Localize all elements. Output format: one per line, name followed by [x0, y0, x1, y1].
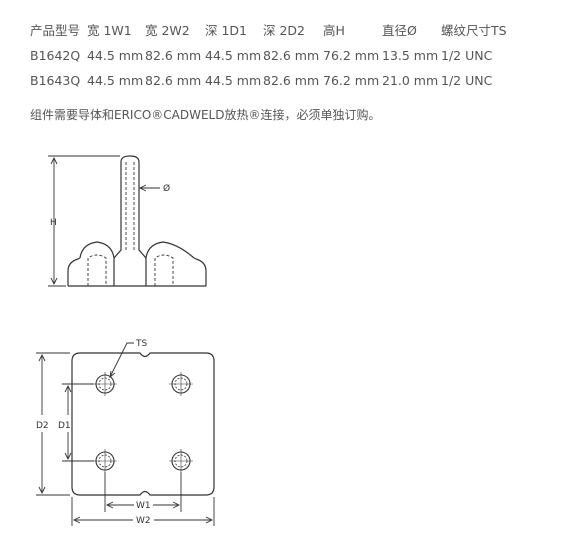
left-hump	[79, 241, 115, 286]
center-post	[113, 155, 147, 259]
ordering-note: 组件需要导体和ERICO®CADWELD放热®连接，必须单独订购。	[30, 108, 381, 122]
w1-dimension	[104, 472, 182, 512]
d1-dimension	[62, 383, 94, 462]
diameter-dimension	[138, 184, 160, 192]
side-view	[67, 155, 207, 287]
cell-diameter: 21.0 mm	[382, 73, 439, 88]
hole-top-right	[169, 372, 193, 396]
cell-d2: 82.6 mm	[263, 48, 320, 63]
w2-dimension	[71, 497, 215, 526]
cell-w1: 44.5 mm	[87, 73, 144, 88]
cell-d1: 44.5 mm	[205, 48, 262, 63]
d1-label: D1	[58, 421, 71, 431]
spec-table: 产品型号宽 1W1 宽 2W2 深 1D1 深 2D2 高H 直径Ø 螺纹尺寸TS B164…	[30, 18, 507, 93]
cell-model: B1643Q	[30, 73, 81, 88]
cell-h: 76.2 mm	[323, 73, 380, 88]
height-label: H	[50, 218, 57, 228]
d2-dimension	[36, 352, 70, 496]
cell-thread: 1/2 UNC	[441, 73, 493, 88]
header-d1: 深 1D1	[205, 23, 248, 38]
table-header-row: 产品型号宽 1W1 宽 2W2 深 1D1 深 2D2 高H 直径Ø 螺纹尺寸TS	[30, 18, 507, 43]
thread-label: TS	[135, 339, 147, 349]
plate-outline	[71, 352, 215, 496]
header-d2: 深 2D2	[263, 23, 306, 38]
holes	[93, 372, 193, 473]
cell-w2: 82.6 mm	[145, 73, 202, 88]
header-model: 产品型号	[30, 23, 81, 38]
header-thread: 螺纹尺寸TS	[441, 23, 507, 38]
hole-top-left	[93, 372, 117, 396]
right-hole-hidden	[154, 254, 174, 286]
base-plate	[67, 257, 207, 287]
cell-d2: 82.6 mm	[263, 73, 320, 88]
ts-leader	[109, 342, 134, 379]
header-diameter: 直径Ø	[382, 23, 417, 38]
cell-d1: 44.5 mm	[205, 73, 262, 88]
cell-thread: 1/2 UNC	[441, 48, 493, 63]
header-w1: 宽 1W1	[87, 23, 132, 38]
cell-w2: 82.6 mm	[145, 48, 202, 63]
w1-label: W1	[136, 501, 151, 511]
cell-diameter: 13.5 mm	[382, 48, 439, 63]
cell-model: B1642Q	[30, 48, 81, 63]
left-hole-hidden	[87, 254, 107, 286]
post-hidden	[125, 162, 135, 250]
cell-h: 76.2 mm	[323, 48, 380, 63]
diameter-label: Ø	[163, 183, 170, 194]
height-dimension	[48, 155, 120, 287]
right-hump	[145, 241, 195, 286]
hole-bottom-right	[169, 449, 193, 473]
header-w2: 宽 2W2	[145, 23, 190, 38]
hidden-lines	[87, 162, 174, 286]
cell-w1: 44.5 mm	[87, 48, 144, 63]
hole-bottom-left	[93, 449, 117, 473]
w2-label: W2	[136, 516, 151, 526]
d2-label: D2	[36, 421, 49, 431]
top-view	[71, 352, 215, 496]
header-h: 高H	[323, 23, 345, 38]
